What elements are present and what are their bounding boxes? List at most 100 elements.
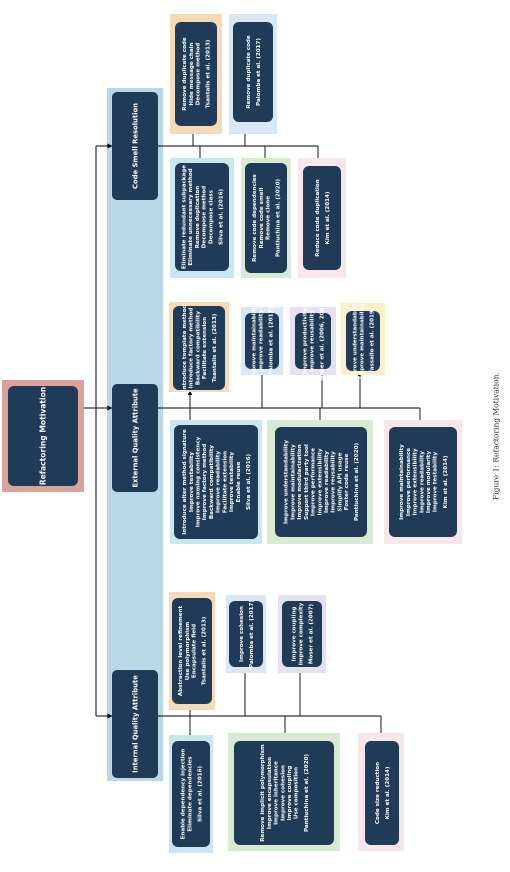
category-label: Internal Quality Attribute <box>131 675 139 773</box>
leaf-reference: Vassallo et al. (2019) <box>369 307 375 374</box>
leaf-text: Introduce template methodIntroduce facto… <box>182 305 218 392</box>
category-node <box>112 92 158 200</box>
leaf-reference: Palomba et al. (2017) <box>268 307 274 375</box>
leaf-item: Improve understandability <box>284 440 290 524</box>
leaf-item: Hide message chain <box>189 42 195 105</box>
leaf-item: Improve complexity <box>298 602 304 665</box>
leaf-item: Support third party tool <box>304 444 310 520</box>
leaf-reference: Tsantalis et al. (2013) <box>212 313 218 382</box>
leaf-item: Remove implicit polymorphism <box>260 744 266 842</box>
leaf-node <box>175 163 229 271</box>
leaf-item: Decompose class <box>208 189 214 244</box>
leaf-item: Improve reusability <box>309 310 315 372</box>
leaf-node <box>245 313 279 369</box>
leaf-item: Remove duplicate code <box>182 37 188 111</box>
leaf-item: Improve extensibility <box>413 448 419 515</box>
leaf-item: Foster code reuse <box>344 454 350 511</box>
leaf-reference: Silva et al. (2016) <box>218 189 224 246</box>
leaf-item: Remove code smell <box>259 187 265 248</box>
diagram-nodes: Refactoring Motivation Code Smell Resolut… <box>2 14 462 853</box>
label-line: Internal Quality Attribute <box>131 675 139 773</box>
leaf-item: Improve modularity <box>426 451 432 514</box>
leaf-item: Facilitate extension <box>222 451 228 513</box>
leaf-item: Improve productivity <box>303 308 309 375</box>
leaf-text: Eliminate redundant subpackageEliminate … <box>181 165 224 269</box>
leaf-item: Enable dependency injection <box>181 749 187 840</box>
leaf-item: Code size reduction <box>375 762 381 824</box>
label-line: External Quality Attribute <box>131 388 139 488</box>
leaf-text: Improve understandabilityImprove maintai… <box>353 299 376 383</box>
leaf-node <box>282 601 322 667</box>
leaf-node <box>233 22 273 122</box>
leaf-item: Improve maintainability <box>359 303 365 379</box>
leaf-item: Remove code dependencies <box>252 173 258 261</box>
leaf-item: Reduce code duplication <box>315 179 321 256</box>
leaf-item: Improve readability <box>258 310 264 372</box>
leaf-node <box>234 741 334 845</box>
leaf-item: Decompose method <box>202 186 208 248</box>
leaf-text: Enable dependency injectionEliminate dep… <box>181 749 204 840</box>
leaf-item: Remove duplicate code <box>246 35 252 109</box>
leaf-item: Improve coupling <box>292 607 298 662</box>
leaf-item: Improve extensibility <box>317 448 323 515</box>
leaf-text: Remove duplicate code Palomba et al. (201… <box>246 35 262 109</box>
leaf-node <box>172 598 212 704</box>
leaf-item: Eliminate unnecessary method <box>188 168 194 265</box>
leaf-node <box>275 427 367 537</box>
leaf-item: Use polymorphism <box>185 622 191 681</box>
leaf-item: Improve cohesion <box>280 765 286 821</box>
leaf-node <box>245 163 287 273</box>
leaf-reference: Palomba et al. (2017) <box>249 600 255 668</box>
label-line: Code Smell Resolution <box>131 103 139 189</box>
leaf-item: Improve testability <box>433 452 439 513</box>
leaf-node <box>389 427 457 537</box>
leaf-item: Backward compatibility <box>209 445 215 520</box>
leaf-text: Improve maintainabilityImprove performan… <box>399 444 449 520</box>
leaf-item: Enable reuse <box>236 461 242 502</box>
leaf-item: Improve maintainability <box>252 303 258 379</box>
leaf-node <box>346 311 380 371</box>
leaf-reference: Pantiuchina et al. (2020) <box>304 754 310 833</box>
leaf-text: Improve cohesion Palomba et al. (2017) <box>239 600 255 668</box>
leaf-item: Eliminate dependencies <box>187 756 193 832</box>
leaf-text: Remove code dependenciesRemove code smel… <box>252 173 282 261</box>
root-node <box>8 386 78 486</box>
leaf-item: Improve maintainability <box>290 444 296 520</box>
leaf-text: Improve understandabilityImprove maintai… <box>284 440 361 524</box>
label-line: Refactoring Motivation <box>39 387 48 486</box>
leaf-node <box>172 741 210 847</box>
leaf-node <box>295 313 331 369</box>
leaf-item: Improve factory method <box>202 444 208 520</box>
leaf-item: Improve performance <box>311 448 317 516</box>
leaf-item: Improve encapsulation <box>267 757 273 829</box>
leaf-item: Improve maintainability <box>399 444 405 520</box>
leaf-item: Improve naming consistency <box>195 436 201 527</box>
leaf-item: Remove clone <box>266 196 272 240</box>
leaf-item: Eliminate redundant subpackage <box>181 165 187 269</box>
leaf-reference: Tsantalis et al. (2013) <box>206 39 212 108</box>
leaf-reference: Kim et al. (2014) <box>385 766 391 819</box>
leaf-item: Improve readability <box>216 451 222 513</box>
leaf-text: Remove implicit polymorphismImprove enca… <box>260 744 310 842</box>
leaf-reference: Pantiuchina et al. (2020) <box>276 179 282 258</box>
leaf-reference: Tsantalis et al. (2013) <box>202 616 208 685</box>
figure-caption: Figure 1: Refactoring Motivation. <box>491 372 501 500</box>
leaf-item: Improve coupling <box>287 766 293 821</box>
leaf-item: Improve cohesion <box>239 606 245 662</box>
leaf-item: Decompose method <box>196 43 202 105</box>
leaf-item: Improve understandability <box>353 299 359 383</box>
leaf-reference: Palomba et al. (2017) <box>256 38 262 106</box>
leaf-item: Improve performance <box>406 448 412 516</box>
leaf-reference: Moser et al. (2007) <box>308 604 314 665</box>
leaf-item: Use composition <box>294 767 300 819</box>
leaf-item: Improve modularization <box>297 444 303 519</box>
leaf-reference: Silva et al. (2016) <box>197 766 203 823</box>
leaf-item: Improve testability <box>189 452 195 513</box>
leaf-item: Facilitate extension <box>202 317 208 379</box>
connector-edges <box>78 122 423 741</box>
leaf-item: Improve testability <box>229 452 235 513</box>
category-node <box>112 670 158 778</box>
